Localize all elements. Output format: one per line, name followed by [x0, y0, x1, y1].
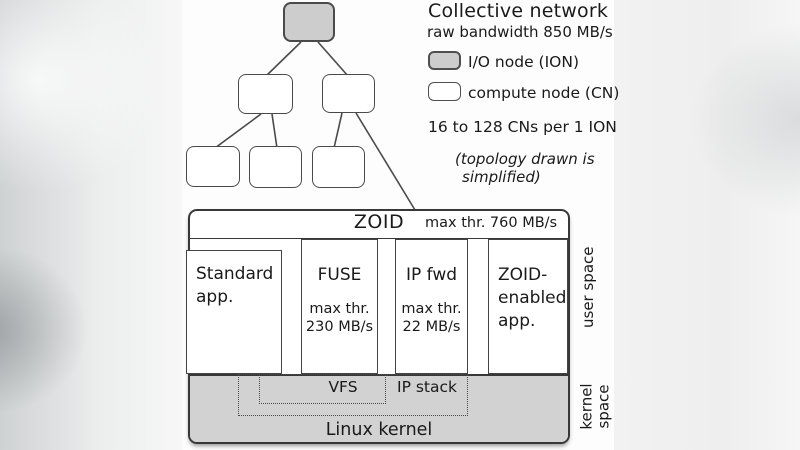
- ip-stack-label: IP stack: [397, 378, 457, 396]
- zoid-enabled-app-box: ZOID- enabled app.: [488, 239, 568, 374]
- legend-cn-swatch-icon: [428, 82, 461, 101]
- topology-note-line1: (topology drawn is: [455, 150, 595, 168]
- compute-node: [238, 74, 293, 114]
- fuse-box: FUSE max thr. 230 MB/s: [301, 239, 378, 374]
- ip-forward-throughput: max thr. 22 MB/s: [396, 300, 467, 336]
- fuse-throughput: max thr. 230 MB/s: [302, 300, 377, 336]
- blurred-letterbox-right: [614, 0, 800, 450]
- compute-node: [322, 74, 375, 113]
- fuse-throughput-line: max thr.: [309, 301, 370, 317]
- vfs-dotted-box: [259, 374, 386, 404]
- standard-app-box: Standard app.: [186, 250, 282, 374]
- topology-note-line2: simplified): [462, 168, 541, 186]
- legend-cn-label: compute node (CN): [468, 84, 620, 102]
- cn-per-ion-note: 16 to 128 CNs per 1 ION: [428, 118, 617, 136]
- compute-node: [249, 146, 302, 188]
- ip-forward-box: IP fwd max thr. 22 MB/s: [395, 239, 468, 374]
- legend-ion-swatch-icon: [428, 51, 461, 70]
- compute-node: [312, 146, 365, 188]
- io-node: [283, 2, 335, 42]
- standard-app-label-line: app.: [196, 287, 234, 307]
- topology-note: (topology drawn is simplified): [455, 150, 595, 186]
- user-space-axis-label: user space: [578, 246, 597, 329]
- ip-forward-label: IP fwd: [405, 265, 458, 285]
- fuse-label: FUSE: [317, 265, 362, 285]
- ip-forward-throughput-line: 22 MB/s: [402, 319, 461, 335]
- legend-ion-label: I/O node (ION): [468, 53, 579, 71]
- vfs-label: VFS: [328, 378, 358, 396]
- blurred-letterbox-left: [0, 0, 182, 450]
- ip-forward-throughput-line: max thr.: [401, 301, 462, 317]
- standard-app-label-line: Standard: [196, 264, 274, 284]
- zoid-enabled-app-label-line: app.: [498, 311, 536, 331]
- compute-node: [186, 146, 240, 187]
- kernel-space-axis-label: kernel space: [577, 383, 613, 430]
- linux-kernel-label: Linux kernel: [325, 420, 433, 440]
- zoid-enabled-app-label-line: enabled: [498, 288, 567, 308]
- kernel-space-band: [190, 374, 568, 442]
- figure-subtitle: raw bandwidth 850 MB/s: [427, 23, 613, 41]
- figure-title: Collective network: [428, 0, 609, 22]
- fuse-throughput-line: 230 MB/s: [305, 319, 374, 335]
- zoid-header-divider: [190, 238, 568, 239]
- zoid-enabled-app-label-line: ZOID-: [498, 265, 548, 285]
- zoid-throughput: max thr. 760 MB/s: [425, 215, 558, 231]
- zoid-title: ZOID: [353, 211, 405, 233]
